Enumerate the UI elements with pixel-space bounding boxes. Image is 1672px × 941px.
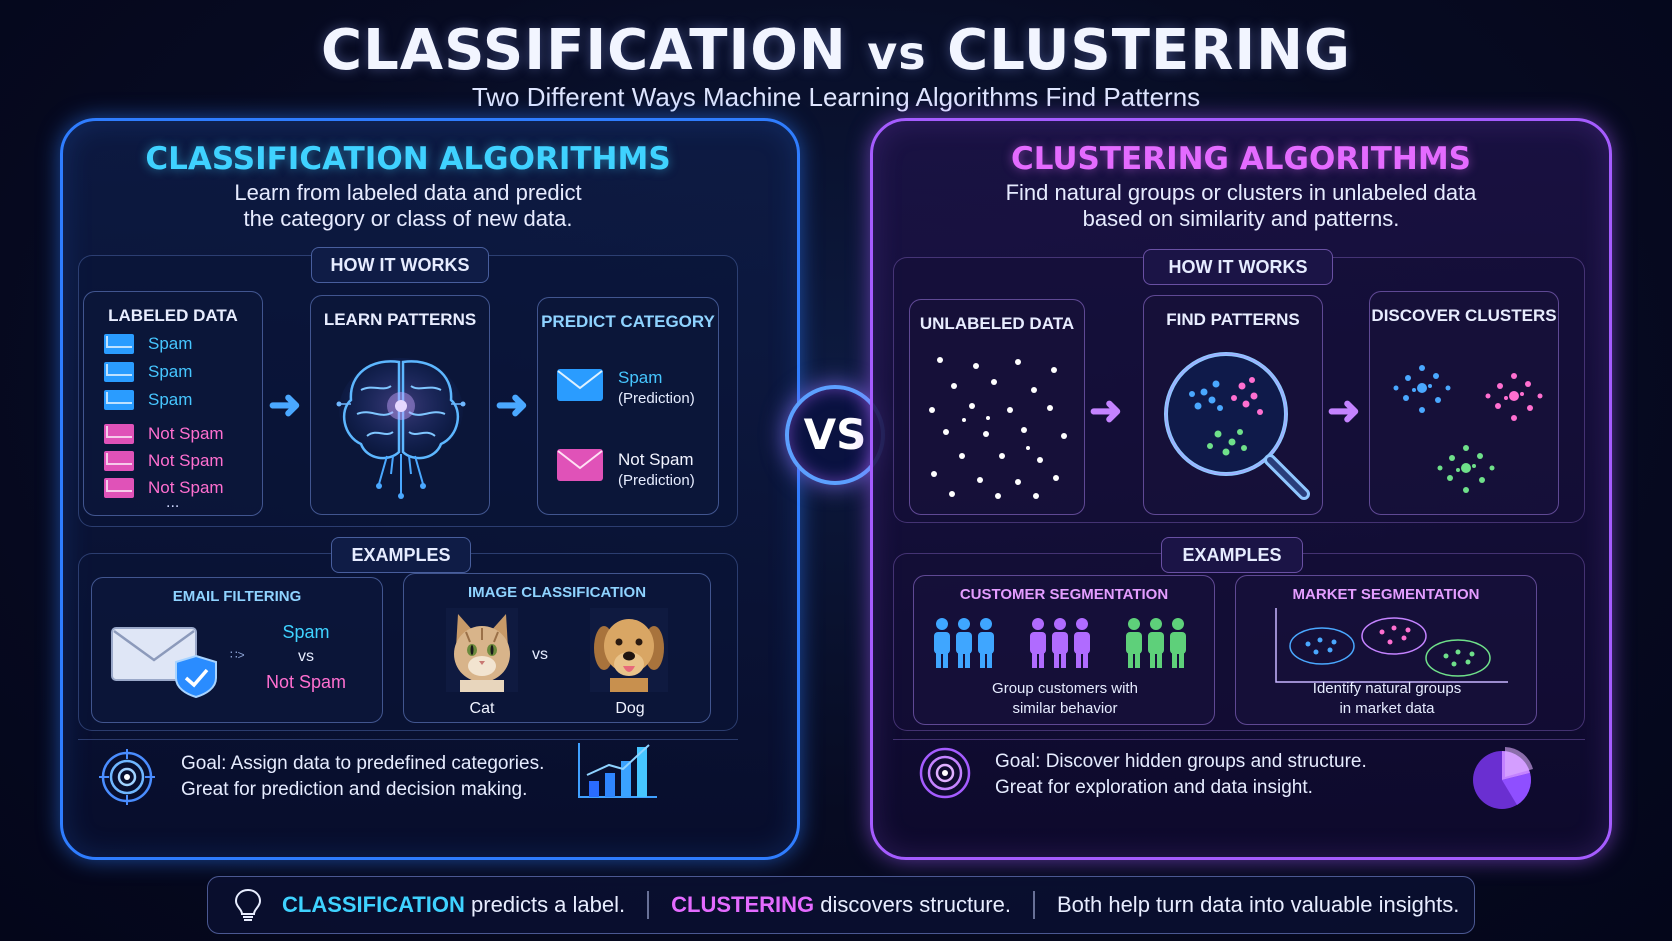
envelope-icon xyxy=(557,449,603,481)
customer-segmentation-heading: CUSTOMER SEGMENTATION xyxy=(959,586,1169,603)
title-classification: CLASSIFICATION xyxy=(320,18,847,83)
discover-clusters-heading: DISCOVER CLUSTERS xyxy=(1371,306,1557,325)
pie-chart-icon xyxy=(1473,747,1533,809)
divider xyxy=(78,739,738,740)
predict-category-card: PREDICT CATEGORY Spam (Prediction) Not S… xyxy=(537,297,719,515)
labeled-data-card: LABELED DATA Spam Spam Spam Not Spam Not… xyxy=(83,291,263,516)
footer-summary: CLASSIFICATION predicts a label. CLUSTER… xyxy=(207,876,1475,934)
clustering-desc-1: Find natural groups or clusters in unlab… xyxy=(1005,180,1477,205)
title-vs: vs xyxy=(867,26,927,80)
classification-title: CLASSIFICATION ALGORITHMS xyxy=(145,141,671,177)
scatter-points-graphic xyxy=(929,357,1067,499)
list-item: Not Spam xyxy=(104,422,224,446)
email-vs-label: vs xyxy=(298,648,314,665)
email-not-spam-label: Not Spam xyxy=(265,672,347,692)
unlabeled-data-card: UNLABELED DATA xyxy=(909,299,1085,515)
market-segmentation-card: MARKET SEGMENTATION Identify natural gro… xyxy=(1235,575,1537,725)
find-patterns-card: FIND PATTERNS xyxy=(1143,295,1323,515)
clustering-goal-2: Great for exploration and data insight. xyxy=(995,777,1313,798)
prediction-spam-label: Spam xyxy=(618,368,663,387)
clustering-goal-1: Goal: Discover hidden groups and structu… xyxy=(995,751,1367,772)
arrow-right-icon: ➜ xyxy=(495,383,529,427)
clustering-title: CLUSTERING ALGORITHMS xyxy=(1010,141,1472,177)
learn-patterns-card: LEARN PATTERNS xyxy=(310,295,490,515)
cat-photo xyxy=(446,608,518,692)
list-item: Spam xyxy=(104,360,192,384)
classification-goal-1: Goal: Assign data to predefined categori… xyxy=(181,753,545,774)
classification-desc-2: the category or class of new data. xyxy=(243,206,573,231)
envelope-icon xyxy=(104,334,134,354)
page-subtitle: Two Different Ways Machine Learning Algo… xyxy=(471,82,1201,112)
prediction-not-spam-note: (Prediction) xyxy=(618,472,695,489)
dog-label: Dog xyxy=(615,700,645,717)
clustering-desc-2: based on similarity and patterns. xyxy=(1082,206,1400,231)
arrow-right-icon: ➜ xyxy=(1089,389,1123,433)
classification-desc-1: Learn from labeled data and predict xyxy=(234,180,582,205)
lightbulb-icon xyxy=(234,888,262,921)
people-groups-icon xyxy=(934,618,1186,668)
target-icon xyxy=(919,747,971,799)
arrow-right-icon: ➜ xyxy=(268,383,302,427)
bar-chart-icon xyxy=(578,743,657,798)
footer-summary-text: Both help turn data into valuable insigh… xyxy=(1056,892,1460,917)
find-patterns-heading: FIND PATTERNS xyxy=(1166,310,1300,329)
envelope-icon xyxy=(104,390,134,410)
footer-clustering-text: discovers structure. xyxy=(814,892,1011,917)
prediction-not-spam-label: Not Spam xyxy=(618,450,694,469)
market-scatter-icon xyxy=(1275,608,1508,683)
list-item: Spam xyxy=(104,388,192,412)
email-filtering-card: EMAIL FILTERING ∷> Spam vs Not Spam xyxy=(91,577,383,723)
email-spam-label: Spam xyxy=(282,622,330,642)
envelope-icon xyxy=(104,362,134,382)
more-ellipsis: ... xyxy=(166,494,180,511)
email-vs-mark: ∷> xyxy=(230,648,245,662)
title-clustering: CLUSTERING xyxy=(947,18,1351,83)
prediction-spam-note: (Prediction) xyxy=(618,390,695,407)
target-icon xyxy=(99,749,155,805)
list-item: Spam xyxy=(104,332,192,356)
envelope-icon xyxy=(557,369,603,401)
list-item: Not Spam xyxy=(104,476,224,500)
unlabeled-data-heading: UNLABELED DATA xyxy=(919,314,1075,333)
market-segmentation-heading: MARKET SEGMENTATION xyxy=(1292,586,1480,603)
image-classification-heading: IMAGE CLASSIFICATION xyxy=(467,584,647,601)
market-desc-2: in market data xyxy=(1339,700,1435,717)
clustering-examples-label: EXAMPLES xyxy=(1161,537,1303,573)
cat-label: Cat xyxy=(469,700,495,717)
clustering-panel: CLUSTERING ALGORITHMS Find natural group… xyxy=(870,118,1612,860)
envelope-icon xyxy=(104,451,134,471)
envelope-icon xyxy=(104,478,134,498)
customer-segmentation-card: CUSTOMER SEGMENTATION Group customers wi… xyxy=(913,575,1215,725)
arrow-right-icon: ➜ xyxy=(1327,389,1361,433)
dog-photo xyxy=(590,608,668,692)
customer-desc-2: similar behavior xyxy=(1012,700,1118,717)
footer-classification-text: predicts a label. xyxy=(464,892,626,917)
envelope-shield-icon xyxy=(111,627,217,698)
magnifier-icon xyxy=(1164,352,1310,500)
labeled-data-heading: LABELED DATA xyxy=(108,306,238,325)
list-item: Not Spam xyxy=(104,449,224,473)
classification-examples-label: EXAMPLES xyxy=(331,537,471,573)
discover-clusters-card: DISCOVER CLUSTERS xyxy=(1369,291,1559,515)
classification-how-label: HOW IT WORKS xyxy=(311,247,489,283)
footer-classification-keyword: CLASSIFICATION xyxy=(282,892,465,917)
customer-desc-1: Group customers with xyxy=(992,680,1138,697)
page-title: CLASSIFICATION vs CLUSTERING xyxy=(0,18,1672,83)
image-vs-label: vs xyxy=(532,646,548,663)
learn-patterns-heading: LEARN PATTERNS xyxy=(323,310,477,329)
brain-icon xyxy=(336,358,466,499)
clusters-graphic xyxy=(1393,365,1543,493)
divider xyxy=(893,739,1585,740)
footer-clustering-keyword: CLUSTERING xyxy=(671,892,815,917)
email-filtering-heading: EMAIL FILTERING xyxy=(172,588,302,605)
classification-goal-2: Great for prediction and decision making… xyxy=(181,779,528,800)
predict-category-heading: PREDICT CATEGORY xyxy=(541,312,715,331)
classification-panel: CLASSIFICATION ALGORITHMS Learn from lab… xyxy=(60,118,800,860)
market-desc-1: Identify natural groups xyxy=(1312,680,1462,697)
envelope-icon xyxy=(104,424,134,444)
footer-separator xyxy=(647,891,650,919)
footer-separator xyxy=(1032,891,1035,919)
clustering-how-label: HOW IT WORKS xyxy=(1143,249,1333,285)
image-classification-card: IMAGE CLASSIFICATION vs Cat Dog xyxy=(403,573,711,723)
